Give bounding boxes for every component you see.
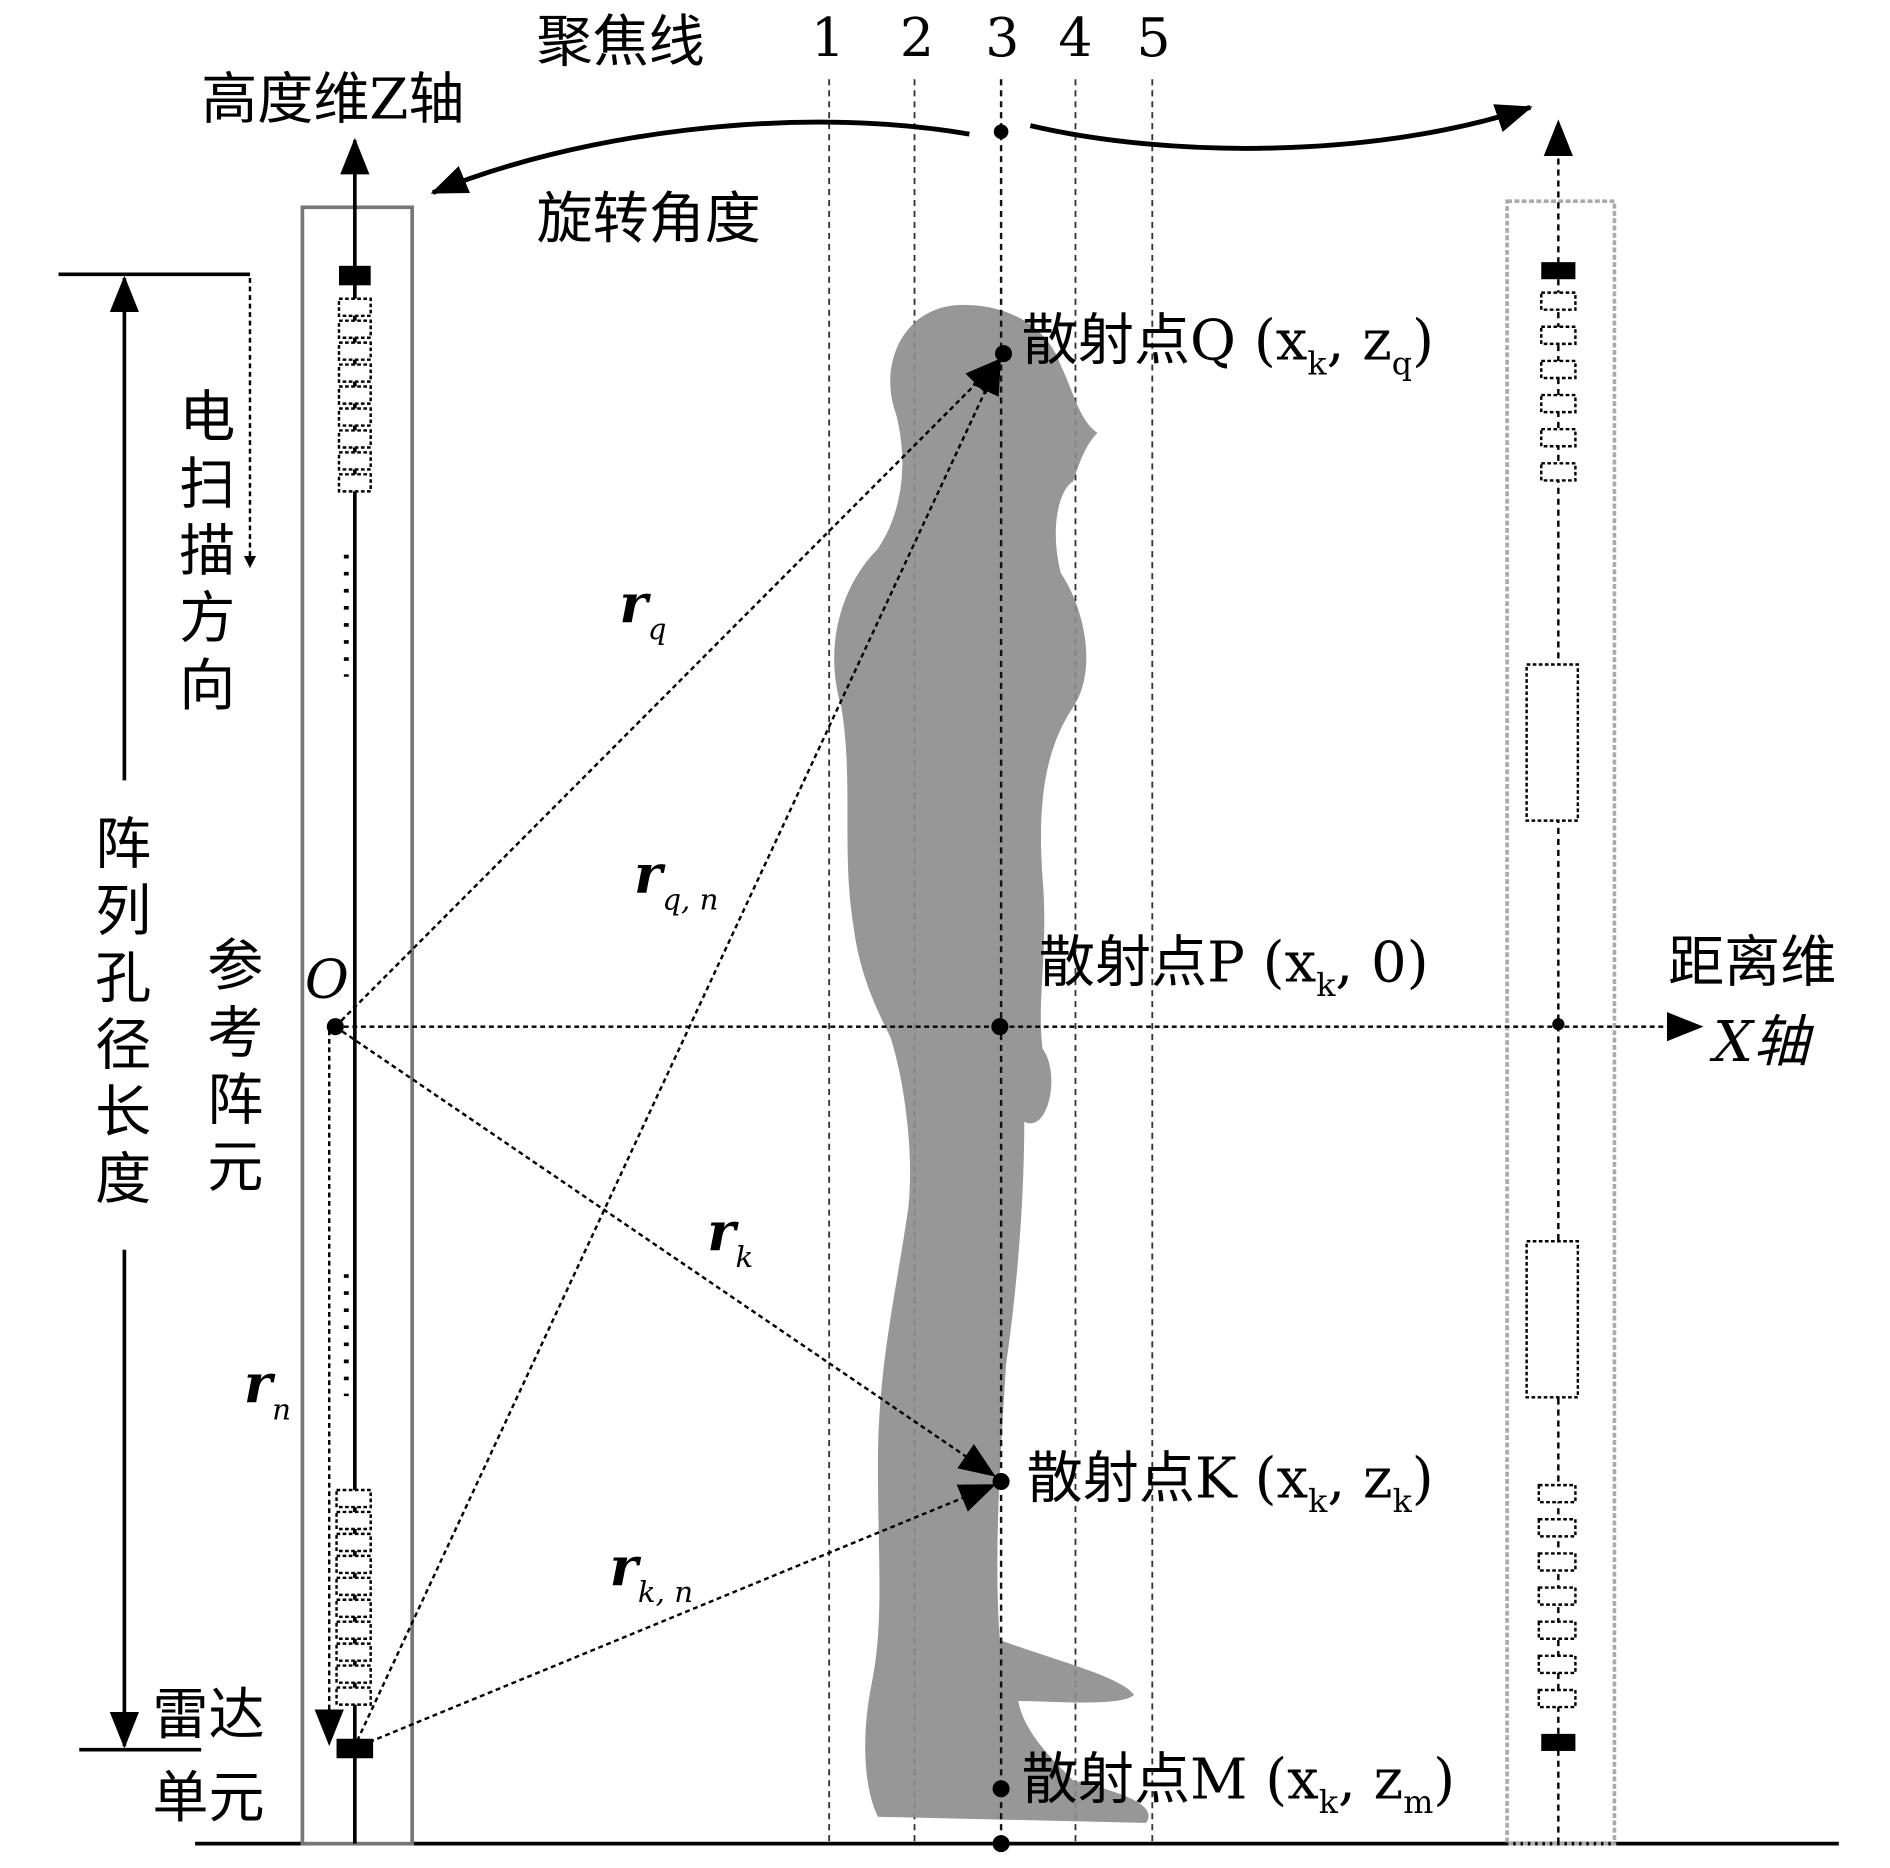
aperture-length-label: 阵 列 孔 径 长 度 (95, 812, 151, 1212)
scatter-points (326, 345, 1565, 1853)
point-k-label: 散射点K (xk, zk) (1027, 1446, 1434, 1520)
aperture-length-dimension (58, 272, 250, 1752)
char: 考 (207, 1001, 263, 1066)
char: 阵 (207, 1068, 263, 1133)
line-number: 2 (900, 6, 934, 69)
char: 元 (207, 1135, 263, 1200)
char: 阵 (95, 812, 151, 877)
x-axis-label: 距离维 (1668, 931, 1836, 996)
rotation-arrow-right (1029, 104, 1533, 151)
point-p-label: 散射点P (xk, 0) (1039, 931, 1429, 1005)
rotated-element-bottom (1541, 1733, 1576, 1751)
radar-unit-label: 单元 (152, 1766, 264, 1831)
scan-direction-label: 电 扫 描 方 向 (179, 386, 235, 719)
reference-element-label: 参 考 阵 元 (207, 934, 263, 1200)
vector-r-n-label: rn (244, 1352, 291, 1426)
rotated-array-panel (1505, 199, 1617, 1846)
vector-r-kn-label: rk, n (610, 1535, 693, 1609)
vector-r-qn-label: rq, n (634, 843, 718, 917)
rotation-arrow-left (430, 119, 970, 195)
char: 描 (179, 520, 235, 585)
focus-line-numbers: 1 2 3 4 5 (811, 6, 1171, 69)
radar-unit-label: 雷达 (152, 1683, 264, 1748)
array-elements-top (337, 297, 372, 493)
point-m-label: 散射点M (xk, zm) (1022, 1747, 1455, 1821)
char: 径 (95, 1013, 151, 1078)
line-number: 5 (1136, 6, 1170, 69)
char: 孔 (95, 946, 151, 1011)
char: 向 (179, 654, 235, 719)
point-q-label: 散射点Q (xk, zq) (1022, 309, 1434, 383)
char: 长 (95, 1081, 151, 1146)
char: 扫 (179, 453, 235, 518)
line-number: 3 (985, 6, 1019, 69)
human-body-silhouette (834, 304, 1149, 1823)
array-elements-bottom (335, 1488, 372, 1706)
x-axis-label: X轴 (1709, 1010, 1814, 1075)
rotated-element-top (1541, 262, 1576, 280)
vector-r-k-label: rk (707, 1200, 753, 1274)
line-number: 1 (811, 6, 845, 69)
focus-lines-label: 聚焦线 (537, 10, 705, 75)
vector-r-q-label: rq (619, 572, 666, 646)
rotation-angle-label: 旋转角度 (537, 187, 761, 252)
rotated-array-elements (1525, 291, 1580, 1709)
radar-element-top (338, 265, 371, 286)
char: 度 (95, 1148, 151, 1213)
line-number: 4 (1058, 6, 1092, 69)
char: 电 (179, 386, 235, 451)
char: 方 (179, 587, 235, 652)
rotation-center-point (993, 124, 1009, 140)
char: 参 (207, 934, 263, 999)
range-vectors (334, 357, 1002, 1750)
origin-label: O (305, 947, 349, 1010)
char: 列 (95, 879, 151, 944)
z-axis-label: 高度维Z轴 (201, 67, 464, 132)
